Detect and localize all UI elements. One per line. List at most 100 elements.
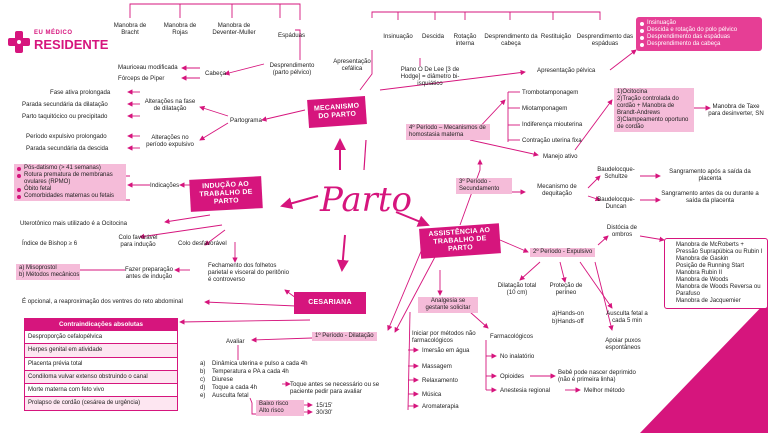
analgesia: Analgesia se gestante solicitar	[418, 297, 478, 313]
manejo-item: 3)Clampeamento oportuno de cordão	[617, 117, 689, 130]
banner-inducao: INDUÇÃO AO TRABALHO DE PARTO	[189, 176, 263, 212]
miotamponagem: Miotamponagem	[522, 105, 568, 112]
colo-favoravel: Colo favorável para indução	[118, 234, 158, 248]
distocia-list-box: Manobra de McRoberts + Pressão Suprapúbi…	[664, 238, 768, 309]
avaliar-item: Toque a cada 4h	[212, 384, 258, 391]
nf-item: Massagem	[422, 363, 452, 370]
contra-row: Herpes genital em atividade	[25, 343, 177, 357]
reaproximacao: É opcional, a reaproximação dos ventres …	[22, 298, 183, 305]
apoiar-puxos: Apoiar puxos espontâneos	[605, 337, 641, 351]
contracao-uterina: Contração uterina fixa	[522, 137, 582, 144]
nao-farmacologicos: Iniciar por métodos não farmacológicos	[412, 330, 476, 344]
parto-taquitocico: Parto taquitócico ou precipitado	[22, 113, 108, 120]
baixo-valor: 15/15'	[316, 402, 333, 409]
partograma: Partograma	[230, 117, 262, 124]
contra-row: Condiloma vulvar extenso obstruindo o ca…	[25, 369, 177, 384]
alteracoes-fase-dilatacao: Alterações na fase de dilatação	[144, 98, 196, 112]
contra-row: Placenta prévia total	[25, 356, 177, 370]
fechamento-peritonio: Fechamento dos folhetos parietal e visce…	[208, 262, 289, 283]
alteracoes-expulsivo: Alterações no período expulsivo	[146, 134, 194, 148]
misoprostol: Misoprostol	[26, 265, 57, 271]
pelvica-item: Insinuação	[640, 20, 758, 27]
distocia-item: Manobra de Gaskin	[669, 256, 763, 263]
brand-line2: RESIDENTE	[34, 37, 109, 52]
apresentacao-cefalica: Apresentação cefálica	[333, 58, 371, 72]
banner-mecanismo: MECANISMO DO PARTO	[307, 96, 367, 128]
avaliar-item: Temperatura e PA a cada 4h	[212, 368, 289, 375]
protecao-perineo: Proteção de períneo	[549, 282, 583, 296]
avaliar-letter: b)	[200, 368, 206, 375]
distocia-item: Manobra de Jacquemier	[669, 298, 763, 305]
distocia-item: Manobra de Woods Reversa ou Parafuso	[669, 284, 763, 298]
nf-item: Imersão em água	[422, 347, 470, 354]
toque-note: Toque antes se necessário ou se paciente…	[290, 381, 380, 395]
risco-box: Baixo risco Alto risco	[256, 400, 304, 416]
alto-risco: Alto risco	[259, 408, 284, 414]
contra-row: Morte materna com feto vivo	[25, 383, 177, 396]
pelvica-list-box: Insinuação Descida e rotação do polo pél…	[636, 17, 762, 51]
desprendimento-cabeca: Desprendimento da cabeça	[484, 33, 538, 47]
indiferenca-miouterina: Indiferença miouterina	[522, 121, 583, 128]
banner-cesariana: CESARIANA	[294, 292, 366, 314]
manejo-ativo: Manejo ativo	[543, 153, 578, 160]
indicacao-item: Rotura prematura de membranas ovulares (…	[17, 172, 123, 186]
avaliar-letter: a)	[200, 360, 206, 367]
segundo-periodo: 2º Período - Expulsivo	[530, 248, 596, 257]
distocia-ombros: Distócia de ombros	[606, 224, 638, 238]
center-title: Parto	[320, 180, 413, 220]
baudelocque-schultze: Baudelocque-Schultze	[597, 166, 635, 180]
fase-ativa-prolongada: Fase ativa prolongada	[50, 89, 111, 96]
ausculta-5min: Ausculta fetal a cada 5 min	[606, 310, 648, 324]
insinuacao: Insinuação	[383, 33, 413, 40]
restituicao: Restituição	[540, 33, 572, 40]
pelvica-item: Desprendimento da cabeça	[640, 41, 758, 48]
contraindicacoes-table: Contraindicações absolutas Desproporção …	[24, 318, 178, 411]
nf-item: Música	[422, 391, 442, 398]
quarto-periodo: 4º Período – Mecanismos de homostasia ma…	[406, 124, 490, 140]
contra-row: Prolapso de cordão (cesárea de urgência)	[25, 396, 177, 410]
hands-off: b)Hands-off	[552, 318, 584, 325]
pelvica-item: Desprendimento das espáduas	[640, 34, 758, 41]
desprendimento-pelvico: Desprendimento (parto pélvico)	[269, 62, 315, 76]
label-b: b)	[19, 272, 25, 278]
parada-descida: Parada secundária da descida	[26, 145, 109, 152]
bebe-deprimido: Bebê pode nascer deprimido (não é primei…	[558, 369, 636, 383]
indicacao-item: Óbito fetal	[17, 186, 123, 193]
bishop: Índice de Bishop ≥ 6	[22, 240, 78, 247]
indicacoes: Indicações	[150, 182, 180, 189]
banner-assistencia: ASSISTÊNCIA AO TRABALHO DE PARTO	[419, 223, 501, 259]
melhor-metodo: Melhor método	[584, 387, 625, 394]
distocia-item: Manobra de Woods	[669, 277, 763, 284]
distocia-item: Manobra Rubin II	[669, 270, 763, 277]
distocia-item: Posição de Running Start	[669, 263, 763, 270]
farmacologicos: Farmacológicos	[490, 333, 534, 340]
manejo-list-box: 1)Ocitocina 2)Tração controlada do cordã…	[614, 88, 694, 132]
label-a: a)	[19, 265, 25, 271]
indicacao-item: Comorbidades maternas ou fetais	[17, 193, 123, 200]
dilatacao-total: Dilatação total (10 cm)	[497, 282, 537, 296]
manobra-bracht: Manobra de Bracht	[113, 22, 147, 36]
nf-item: Relaxamento	[422, 377, 458, 384]
uterotonico: Uterotônico mais utilizado é a Ocitocina	[20, 220, 128, 227]
terceiro-periodo: 3º Período - Secundamento	[456, 178, 512, 194]
mauriceau: Mauriceau modificada	[118, 64, 178, 71]
hands-on: a)Hands-on	[552, 310, 584, 317]
forceps: Fórceps de Piper	[118, 75, 165, 82]
contra-row: Desproporção cefalopélvica	[25, 330, 177, 343]
avaliar-letter: e)	[200, 392, 206, 399]
distocia-item: Manobra de McRoberts + Pressão Suprapúbi…	[669, 242, 763, 256]
rotacao-interna: Rotação interna	[453, 33, 477, 47]
no-inalatorio: No inalatório	[500, 353, 535, 360]
avaliar-letter: d)	[200, 384, 206, 391]
metodos-mecanicos: Métodos mecânicos	[26, 272, 80, 278]
medical-cross-icon	[8, 31, 30, 53]
primeiro-periodo: 1º Período - Dilatação	[312, 332, 377, 341]
baudelocque-duncan: Baudelocque-Duncan	[597, 196, 635, 210]
preparacao-box: a) Misoprostol b) Métodos mecânicos	[16, 264, 80, 280]
pelvica-item: Descida e rotação do polo pélvico	[640, 27, 758, 34]
manobra-deventer: Manobra de Deventer-Muller	[212, 22, 256, 36]
preparacao: Fazer preparação antes de indução	[124, 266, 174, 280]
cabeca: Cabeça	[205, 70, 227, 77]
avaliar-letter: c)	[200, 376, 206, 383]
